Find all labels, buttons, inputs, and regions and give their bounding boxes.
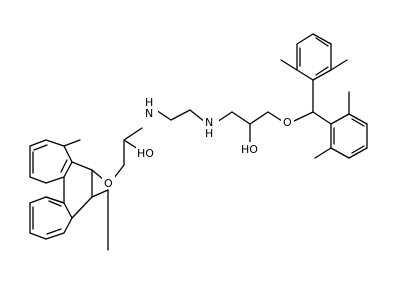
o-left-label: O [104, 177, 113, 190]
nh-right-h-label: H [205, 127, 213, 140]
oh-right-label: HO [241, 143, 258, 156]
nh-left-n-label: N [145, 107, 153, 120]
o-right-label: O [283, 116, 292, 129]
bond-lines [29, 33, 368, 251]
atom-labels: H N N H O HO HO O [102, 96, 294, 190]
oh-left-label: HO [137, 147, 154, 160]
nh-left-h-label: H [145, 96, 153, 109]
nh-right-n-label: N [205, 116, 213, 129]
